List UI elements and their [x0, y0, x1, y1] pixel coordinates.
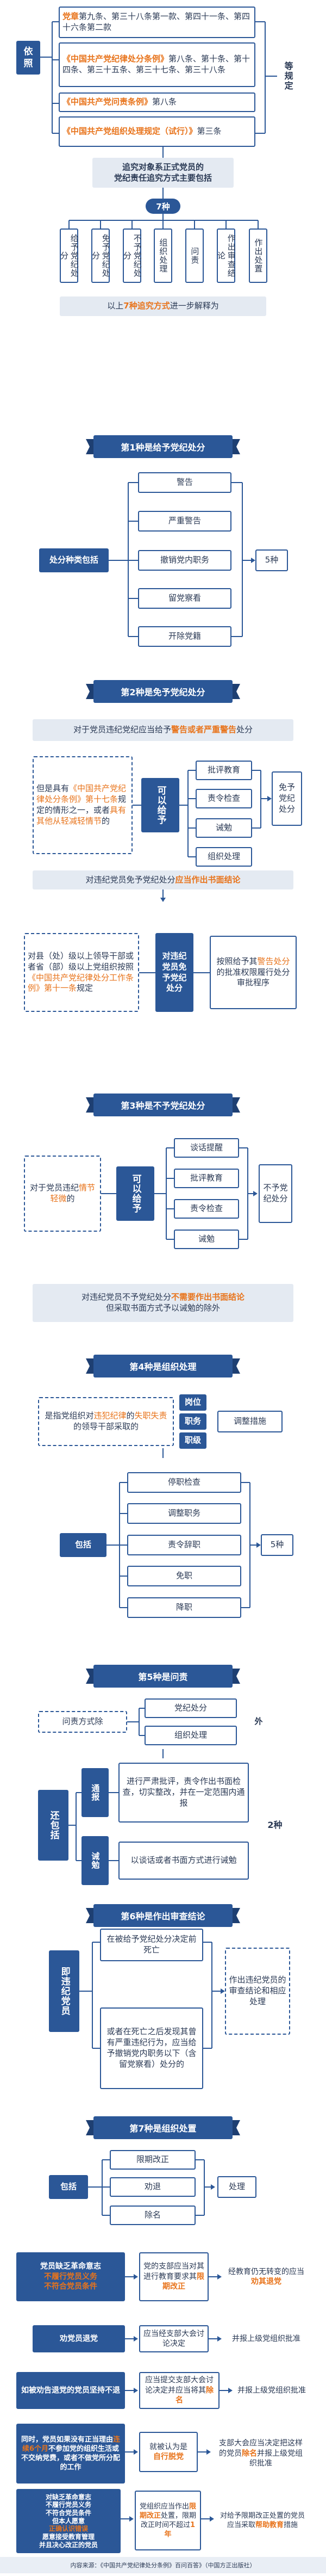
source-footer: 内容来源：《中国共产党纪律处分条例》百问百答》（中国方正出版社）: [0, 2557, 326, 2573]
s1-item-4: 留党察看: [138, 588, 231, 609]
s7-row5-left: 对缺乏革命意志 不履行党员义务 不符合党员条件 但本人愿意 正确认识错误 愿意接…: [16, 2489, 121, 2553]
s6-right: 作出违纪党员的审查结论和相应处理: [225, 1948, 290, 2035]
section-5-title: 第5种是问责: [93, 1665, 233, 1688]
way-6: 作出审查结论: [216, 228, 236, 283]
s7-row2-right: 并报上级党组织批准: [223, 2325, 310, 2352]
s7-row4-left: 同时，党员如果没有正当理由连续6个月不参加党的组织生活或不交纳党费，或者不做党所…: [16, 2424, 125, 2484]
basis-label: 依照: [16, 41, 40, 75]
way-1: 给予党纪处分: [59, 228, 79, 283]
s7-row3-right: 并报上级党组织批准: [234, 2372, 310, 2409]
s6-box-2: 或者在死亡之后发现其曾有严重违纪行为，应当给予撤销党内职务以下（含留党察看）处分…: [100, 2007, 203, 2089]
s7-label: 包括: [49, 2175, 88, 2199]
s7-row5-mid: 党组织应当作出限期改正处置，限期改正时间不超过1年: [135, 2491, 201, 2550]
s5-right: 外: [254, 1716, 263, 1727]
s4-item-1: 停职检查: [127, 1472, 241, 1493]
s4-target-2: 职务: [179, 1413, 206, 1430]
s3-item-4: 诫勉: [174, 1230, 239, 1249]
s2-right: 免予党纪处分: [272, 771, 302, 826]
s7-row3-mid: 应当提交支部大会讨论决定并应当将其除名: [139, 2372, 220, 2409]
way-7: 作出处置: [249, 228, 267, 283]
s2-item-1: 批评教育: [196, 761, 252, 780]
s7-row1-mid: 党的支部应当对其进行教育要求其限期改正: [139, 2252, 209, 2301]
s7-row4-mid: 就被认为是 自行脱党: [139, 2432, 198, 2472]
s5-item-2: 组织处理: [145, 1726, 237, 1745]
basis-item-4: 《中国共产党组织处理规定（试行）》第三条: [59, 116, 255, 147]
s1-item-5: 开除党籍: [138, 626, 231, 647]
s4-definition: 是指党组织对违犯纪律的失职失责的领导干部采取的: [38, 1397, 174, 1446]
basis-item-2: 《中国共产党纪律处分条例》第八条、第十条、第十四条、第三十五条、第三十七条、第三…: [59, 42, 255, 87]
s3-item-1: 谈话提醒: [174, 1138, 239, 1158]
s7-row4-right: 支部大会应当决定把这样的党员除名并报上级党组织批准: [212, 2424, 310, 2484]
s7-row1-right: 经教育仍无转变的应当劝其退党: [223, 2252, 310, 2301]
section-6-title: 第6种是作出审查结论: [93, 1904, 233, 1927]
s7-row5-right: 对给予限期改正处置的党员应当采取帮助教育措施: [215, 2491, 310, 2550]
section-1-title: 第1种是给予党纪处分: [93, 435, 233, 458]
section-3-title: 第3种是不予党纪处分: [93, 1094, 233, 1116]
s7-item-1: 限期改正: [110, 2150, 196, 2170]
s7-item-2: 劝退: [110, 2177, 196, 2197]
s4-target-1: 岗位: [179, 1394, 206, 1411]
s4-item-2: 调整职务: [127, 1503, 241, 1524]
s2-item-3: 诫勉: [196, 818, 252, 838]
s4-item-3: 责令辞职: [127, 1535, 241, 1555]
s4-item-4: 免职: [127, 1566, 241, 1586]
s5-count: 2种: [267, 1820, 283, 1831]
s7-row1-left: 党员缺乏革命意志 不履行党员义务 不符合党员条件: [16, 2252, 125, 2301]
s5-left: 问责方式除: [38, 1711, 127, 1733]
s4-target-3: 职级: [179, 1432, 206, 1449]
s2-item-4: 组织处理: [196, 847, 252, 867]
s2-rule: 对违纪党员免予党纪处分应当作出书面结论: [33, 870, 293, 889]
way-4: 组织处理: [154, 228, 172, 283]
s3-item-2: 批评教育: [174, 1169, 239, 1188]
summary-count: 7种: [146, 199, 180, 214]
basis-side-text: 等规定: [283, 61, 293, 91]
way-2: 免予党纪处分: [91, 228, 111, 283]
s2-special-mid: 对违纪党员免予党纪处分: [155, 933, 193, 1012]
s2-special-condition: 对县（处）级以上领导干部或者省（部）级以上党组织按照《中国共产党纪律处分工作条例…: [24, 933, 139, 1012]
s5-sub2-text: 以谈话或者书面方式进行诫勉: [118, 1842, 249, 1880]
s4-measure: 调整措施: [217, 1411, 283, 1432]
s3-item-3: 责令检查: [174, 1199, 239, 1219]
s1-count: 5种: [255, 549, 288, 571]
intro-banner: 以上7种追究方式进一步解释为: [60, 296, 266, 316]
summary-box: 追究对象系正式党员的 党纪责任追究方式主要包括: [92, 158, 234, 188]
s7-row3-left: 如被劝告退党的党员坚持不退: [16, 2372, 125, 2409]
basis-item-1: 党章第九条、第三十八条第一款、第四十一条、第四十六条第二款: [59, 7, 255, 38]
s2-special-right: 按照给予其警告处分的批准权限履行处分审批程序: [210, 936, 297, 1009]
s4-label: 包括: [60, 1533, 106, 1557]
s2-condition: 但是具有《中国共产党纪律处分条例》第十七条规定的情形之一，或者具有其他从轻减轻情…: [33, 756, 133, 854]
s5-item-1: 党纪处分: [145, 1698, 237, 1718]
s2-item-2: 责令检查: [196, 789, 252, 808]
s1-label: 处分种类包括: [39, 548, 109, 572]
s4-item-5: 降职: [127, 1597, 241, 1618]
s4-count: 5种: [261, 1534, 293, 1556]
way-5: 问责: [185, 228, 204, 283]
s3-right: 不予党纪处分: [259, 1164, 292, 1223]
section-7-title: 第7种是组织处置: [93, 2116, 233, 2139]
section-4-title: 第4种是组织处理: [93, 1355, 233, 1377]
s2-note: 对于党员违纪党纪应当给予警告或者严重警告处分: [33, 719, 293, 741]
s3-condition: 对于党员违纪情节轻微的: [24, 1156, 101, 1232]
s3-rule: 对违纪党员不予党纪处分不需要作出书面结论 但采取书面方式予以诫勉的除外: [33, 1284, 293, 1322]
s1-item-2: 严重警告: [138, 511, 231, 532]
s7-row2-left: 劝党员退党: [33, 2325, 125, 2352]
s6-box-1: 在被给予党纪处分决定前死亡: [100, 1929, 203, 1961]
s7-item-3: 除名: [110, 2206, 196, 2225]
s7-right: 处理: [217, 2176, 256, 2198]
section-2-title: 第2种是免予党纪处分: [93, 680, 233, 703]
s5-sub1-text: 进行严肃批评，责令作出书面检查，切实整改，并在一定范围内通报: [118, 1763, 249, 1823]
s6-left: 即违纪党员: [49, 1950, 79, 2032]
s3-mid-label: 可以给予: [116, 1166, 154, 1221]
s1-item-3: 撤销党内职务: [138, 550, 231, 571]
basis-item-3: 《中国共产党问责条例》第八条: [59, 92, 255, 112]
s2-mid-label: 可以给予: [141, 778, 179, 832]
s7-row2-mid: 应当经支部大会讨论决定: [139, 2325, 209, 2352]
s5-sub2-label: 诫勉: [82, 1836, 109, 1885]
way-3: 不予党纪处分: [122, 228, 142, 283]
s1-item-1: 警告: [138, 472, 231, 493]
s5-also-label: 还包括: [38, 1790, 68, 1861]
s5-sub1-label: 通报: [82, 1768, 109, 1817]
